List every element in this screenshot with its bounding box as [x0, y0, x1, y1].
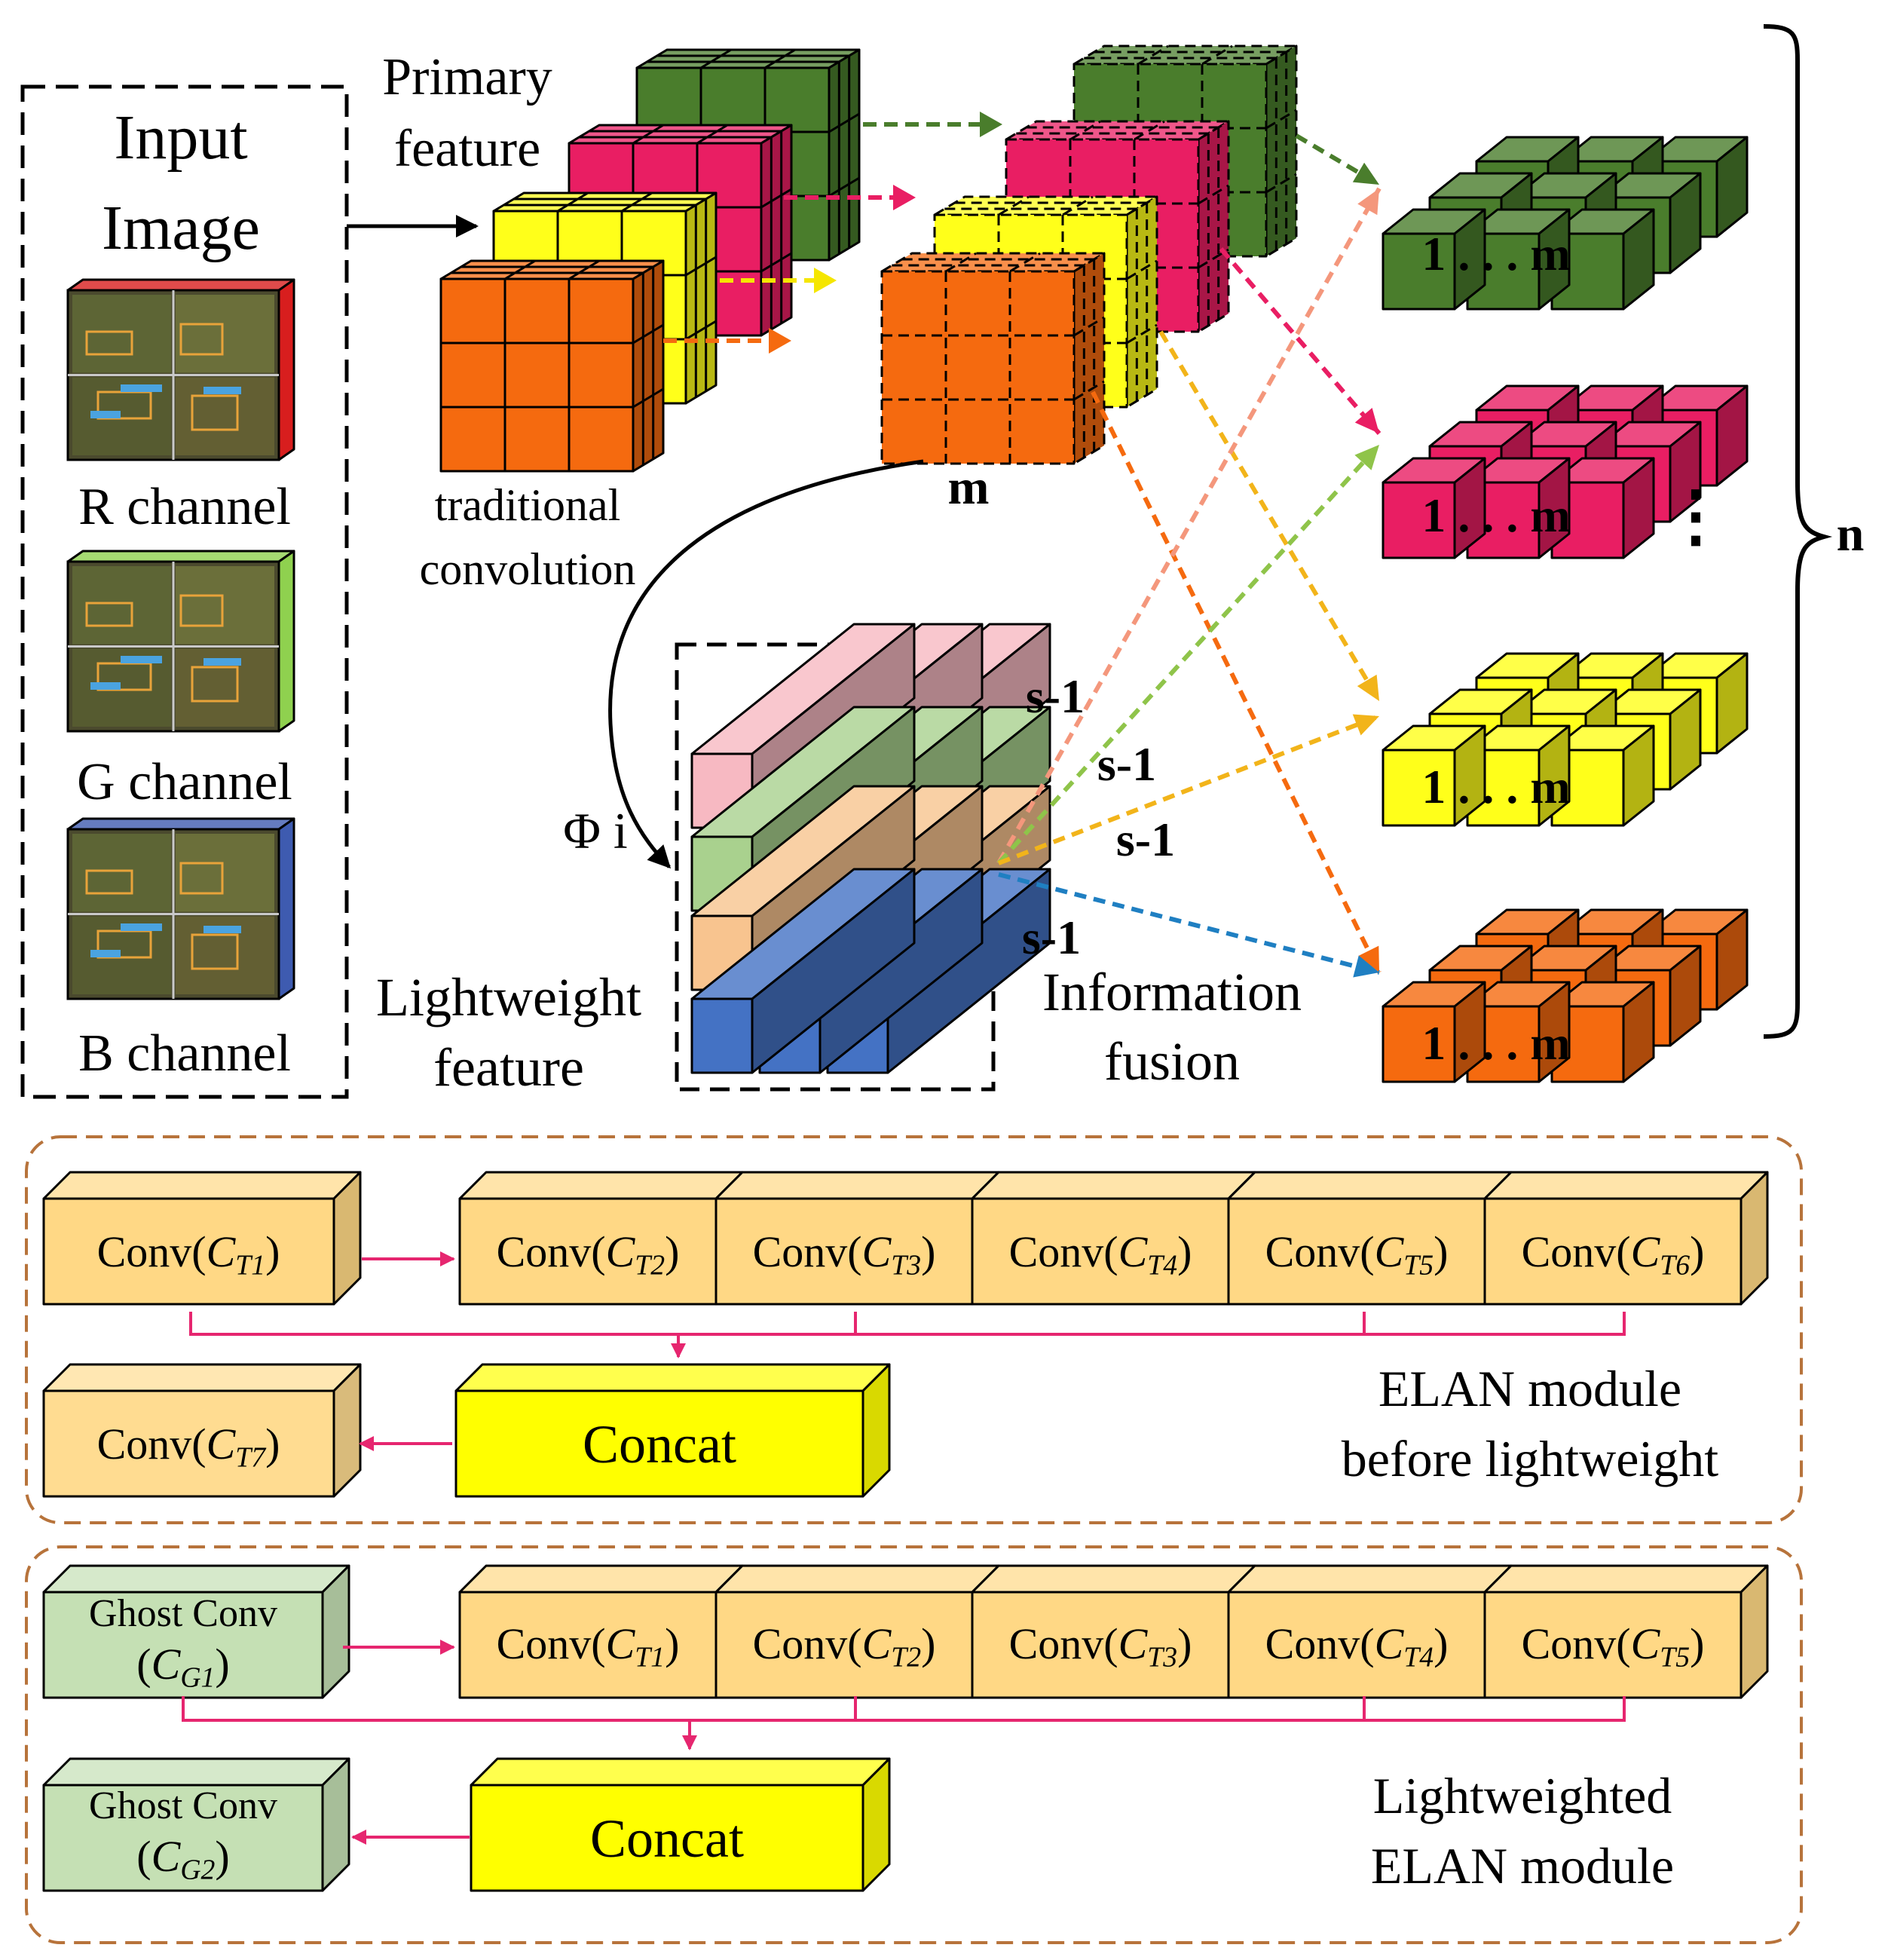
- primary-feature-label-line1: Primary: [382, 48, 552, 106]
- s-label-4: s-1: [1022, 911, 1081, 964]
- elan-before-first-conv: [42, 1171, 362, 1306]
- svg-text:Ghost Conv: Ghost Conv: [89, 1592, 277, 1635]
- output-group-green: [1382, 136, 1749, 311]
- output-group-yellow: [1382, 652, 1749, 827]
- elan-light-concat-label: Concat: [590, 1808, 744, 1869]
- elan-before-chain-conv-label-1: Conv(CT2): [497, 1227, 680, 1281]
- elan-before-concat-label: Concat: [583, 1414, 736, 1475]
- output-cube-groups: [1382, 136, 1749, 1083]
- traditional-convolution-line2: convolution: [420, 544, 636, 594]
- elan-before-caption-line1: ELAN module: [1378, 1360, 1681, 1417]
- elan-light-out-ghost: [42, 1757, 350, 1892]
- primary-feature-cubes: [439, 48, 861, 473]
- ghost-m-label: m: [948, 460, 990, 515]
- fusion-arrow-lightgreen: [996, 443, 1382, 865]
- information-fusion-line2: fusion: [1104, 1031, 1240, 1092]
- fusion-arrow-orange-top: [1091, 390, 1382, 974]
- b-channel-label: B channel: [78, 1024, 291, 1083]
- output-index-4: 1 . . . m: [1421, 1016, 1570, 1070]
- elan-light-chain-conv-label-4: Conv(CT4): [1265, 1619, 1449, 1673]
- phi-i-label: Φ i: [563, 802, 628, 859]
- fusion-arrow-gold: [997, 714, 1381, 865]
- b-channel-thumbnail: [66, 817, 295, 1000]
- fusion-arrow-blue: [998, 872, 1380, 978]
- bar-blue-1: [690, 868, 916, 1074]
- output-group-magenta: [1382, 384, 1749, 559]
- fusion-arrows: [996, 133, 1382, 978]
- right-brace: [1763, 24, 1833, 1039]
- fusion-arrow-yellow-top: [1158, 330, 1382, 703]
- shift-arrows: [663, 112, 1002, 354]
- elan-before-chain-conv-5: [1483, 1171, 1769, 1306]
- elan-light-chain-conv-label-5: Conv(CT5): [1522, 1619, 1705, 1673]
- g-channel-label: G channel: [77, 753, 292, 811]
- elan-light-concat: [470, 1757, 891, 1892]
- output-index-1: 1 . . . m: [1421, 227, 1570, 280]
- fusion-arrow-magenta-top: [1219, 247, 1382, 435]
- elan-before-first-conv-label: Conv(CT1): [97, 1227, 280, 1281]
- elan-before-chain-conv-label-3: Conv(CT4): [1009, 1227, 1192, 1281]
- elan-before-chain-conv-label-4: Conv(CT5): [1265, 1227, 1449, 1281]
- lightweight-feature-group: [675, 623, 1051, 1092]
- primary-cube-orange: [439, 259, 665, 473]
- elan-before-chain-conv-label-5: Conv(CT6): [1522, 1227, 1705, 1281]
- lightweight-feature-line1: Lightweight: [376, 967, 641, 1027]
- traditional-convolution-line1: traditional: [435, 480, 621, 530]
- svg-text:Ghost Conv: Ghost Conv: [89, 1784, 277, 1827]
- elan-before-chain-conv-3: [971, 1171, 1256, 1306]
- s-label-1: s-1: [1026, 669, 1085, 723]
- s-label-3: s-1: [1116, 813, 1175, 866]
- output-index-2: 1 . . . m: [1421, 488, 1570, 542]
- elan-light-dashed-border: [25, 1545, 1803, 1944]
- elan-light-caption-line1: Lightweighted: [1373, 1767, 1672, 1824]
- svg-text:(CG1): (CG1): [136, 1640, 229, 1693]
- elan-before-caption-line2: before lightweight: [1342, 1430, 1719, 1487]
- elan-light-out-ghost-label: Ghost Conv (CG2): [89, 1784, 277, 1885]
- elan-light-chain-conv-label-2: Conv(CT2): [753, 1619, 936, 1673]
- phi-curve-arrow: [608, 459, 924, 869]
- elan-light-first-ghost-label: Ghost Conv (CG1): [89, 1592, 277, 1693]
- r-channel-label: R channel: [78, 478, 291, 536]
- output-group-orange: [1382, 908, 1749, 1083]
- elan-before-concat: [454, 1363, 891, 1498]
- elan-before-out-conv-label: Conv(CT7): [97, 1419, 280, 1473]
- fusion-arrow-green-top: [1295, 133, 1381, 187]
- r-channel-thumbnail: [66, 278, 295, 461]
- elan-before-out-conv: [42, 1363, 362, 1498]
- input-title-line1: Input: [114, 103, 247, 173]
- elan-light-chain-conv-label-1: Conv(CT1): [497, 1619, 680, 1673]
- elan-before-panel: Conv(CT1) Conv(CT2) Conv(CT3) Conv(CT4) Conv…: [25, 1135, 1803, 1524]
- fusion-arrow-salmon: [996, 187, 1382, 865]
- elan-light-caption-line2: ELAN module: [1371, 1837, 1674, 1894]
- ghost-feature-cubes: [880, 44, 1298, 465]
- vertical-dots: ⋮: [1662, 479, 1730, 554]
- lightweight-feature-line2: feature: [433, 1037, 584, 1098]
- input-dashed-border: [20, 84, 349, 1099]
- elan-light-first-ghost: [42, 1564, 350, 1699]
- elan-light-panel: Ghost Conv (CG1) Conv(CT1) Conv(CT2) Conv(CT…: [25, 1545, 1803, 1944]
- elan-before-chain-conv-label-2: Conv(CT3): [753, 1227, 936, 1281]
- primary-feature-label-line2: feature: [394, 120, 540, 178]
- g-channel-thumbnail: [66, 550, 295, 733]
- svg-text:(CG2): (CG2): [136, 1832, 229, 1885]
- information-fusion-line1: Information: [1042, 962, 1302, 1022]
- elan-before-dashed-border: [25, 1135, 1803, 1524]
- n-label: n: [1837, 507, 1865, 562]
- output-index-3: 1 . . . m: [1421, 760, 1570, 813]
- input-title-line2: Image: [102, 193, 260, 263]
- ghost-cube-orange: [880, 252, 1106, 465]
- elan-light-chain-conv-1: [458, 1564, 744, 1699]
- elan-light-chain-conv-label-3: Conv(CT3): [1009, 1619, 1192, 1673]
- input-image-panel: Input Image R channel G channel B channe…: [20, 84, 349, 1099]
- elan-light-chain-conv-5: [1483, 1564, 1769, 1699]
